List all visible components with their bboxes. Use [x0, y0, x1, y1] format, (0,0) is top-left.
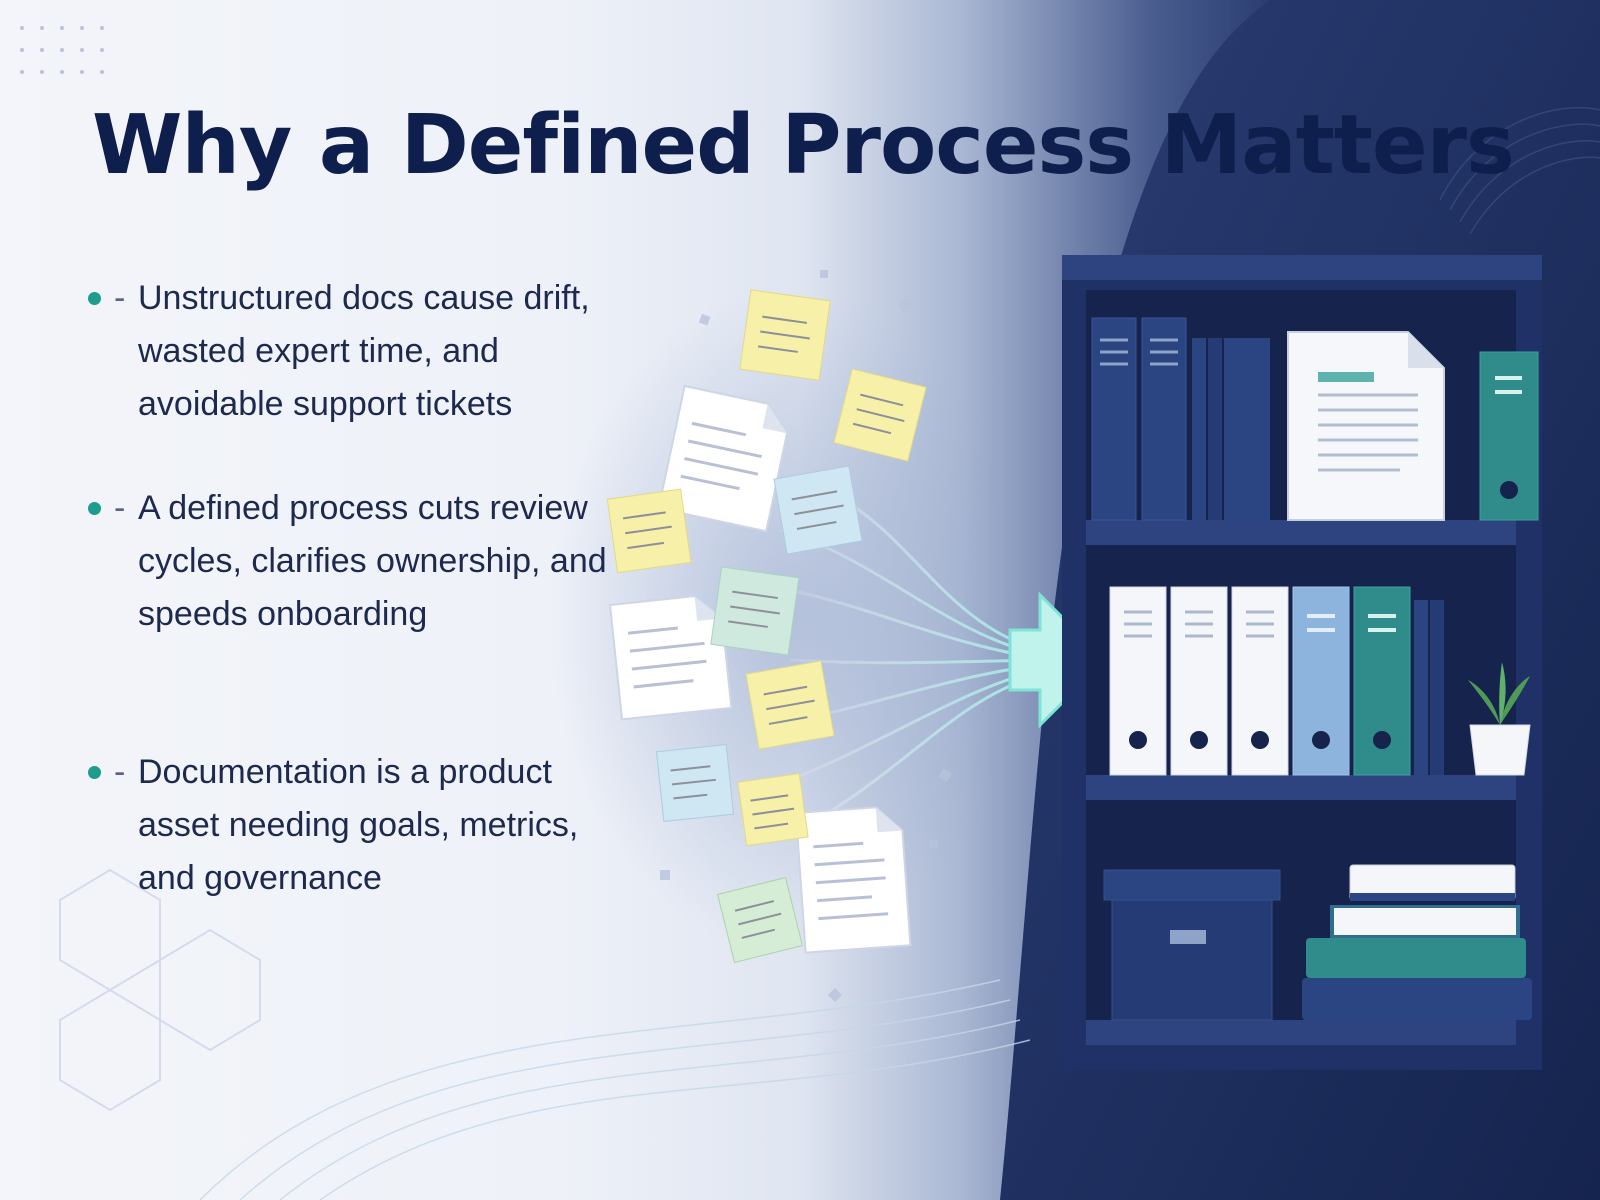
- storage-box-icon: [1103, 869, 1281, 1021]
- sticky-note-icon: [833, 368, 927, 462]
- bullet-item: - Unstructured docs cause drift, wasted …: [84, 272, 624, 431]
- binder-icon: [1231, 586, 1289, 776]
- sticky-note-icon: [655, 743, 735, 823]
- bullet-item: - Documentation is a product asset needi…: [84, 746, 624, 905]
- bullet-item: - A defined process cuts review cycles, …: [84, 482, 624, 641]
- document-icon: [1287, 331, 1445, 521]
- bullet-dash: -: [114, 489, 126, 527]
- bullet-text: Documentation is a product asset needing…: [138, 753, 579, 897]
- bullet-dash: -: [114, 279, 126, 317]
- bullet-dot: [88, 292, 101, 305]
- binder-icon: [1109, 586, 1167, 776]
- binder-icon: [1141, 317, 1187, 521]
- sticky-note-icon: [737, 773, 809, 847]
- sticky-note-icon: [716, 876, 804, 964]
- book-icon: [1302, 864, 1532, 1020]
- document-icon: [608, 595, 733, 721]
- bullet-dot: [88, 766, 101, 779]
- sticky-note-icon: [773, 465, 863, 555]
- bullet-text: Unstructured docs cause drift, wasted ex…: [138, 279, 590, 423]
- document-icon: [794, 806, 912, 954]
- binder-icon: [1091, 317, 1137, 521]
- binder-icon: [1479, 351, 1539, 521]
- sticky-note-icon: [606, 488, 692, 574]
- sticky-note-icon: [745, 660, 835, 750]
- arrow-icon: [1008, 591, 1108, 729]
- bullet-dot: [88, 502, 101, 515]
- sticky-note-icon: [739, 289, 831, 381]
- sticky-note-icon: [710, 566, 800, 656]
- binder-icon: [1292, 586, 1350, 776]
- book-icon: [1192, 338, 1270, 520]
- bullet-dash: -: [114, 753, 126, 791]
- binder-icon: [1353, 586, 1411, 776]
- slide-title: Why a Defined Process Matters: [92, 98, 1515, 193]
- book-icon: [1414, 600, 1444, 775]
- binder-icon: [1170, 586, 1228, 776]
- document-icon: [657, 384, 789, 533]
- bullet-text: A defined process cuts review cycles, cl…: [138, 489, 607, 633]
- plant-icon: [1468, 662, 1531, 776]
